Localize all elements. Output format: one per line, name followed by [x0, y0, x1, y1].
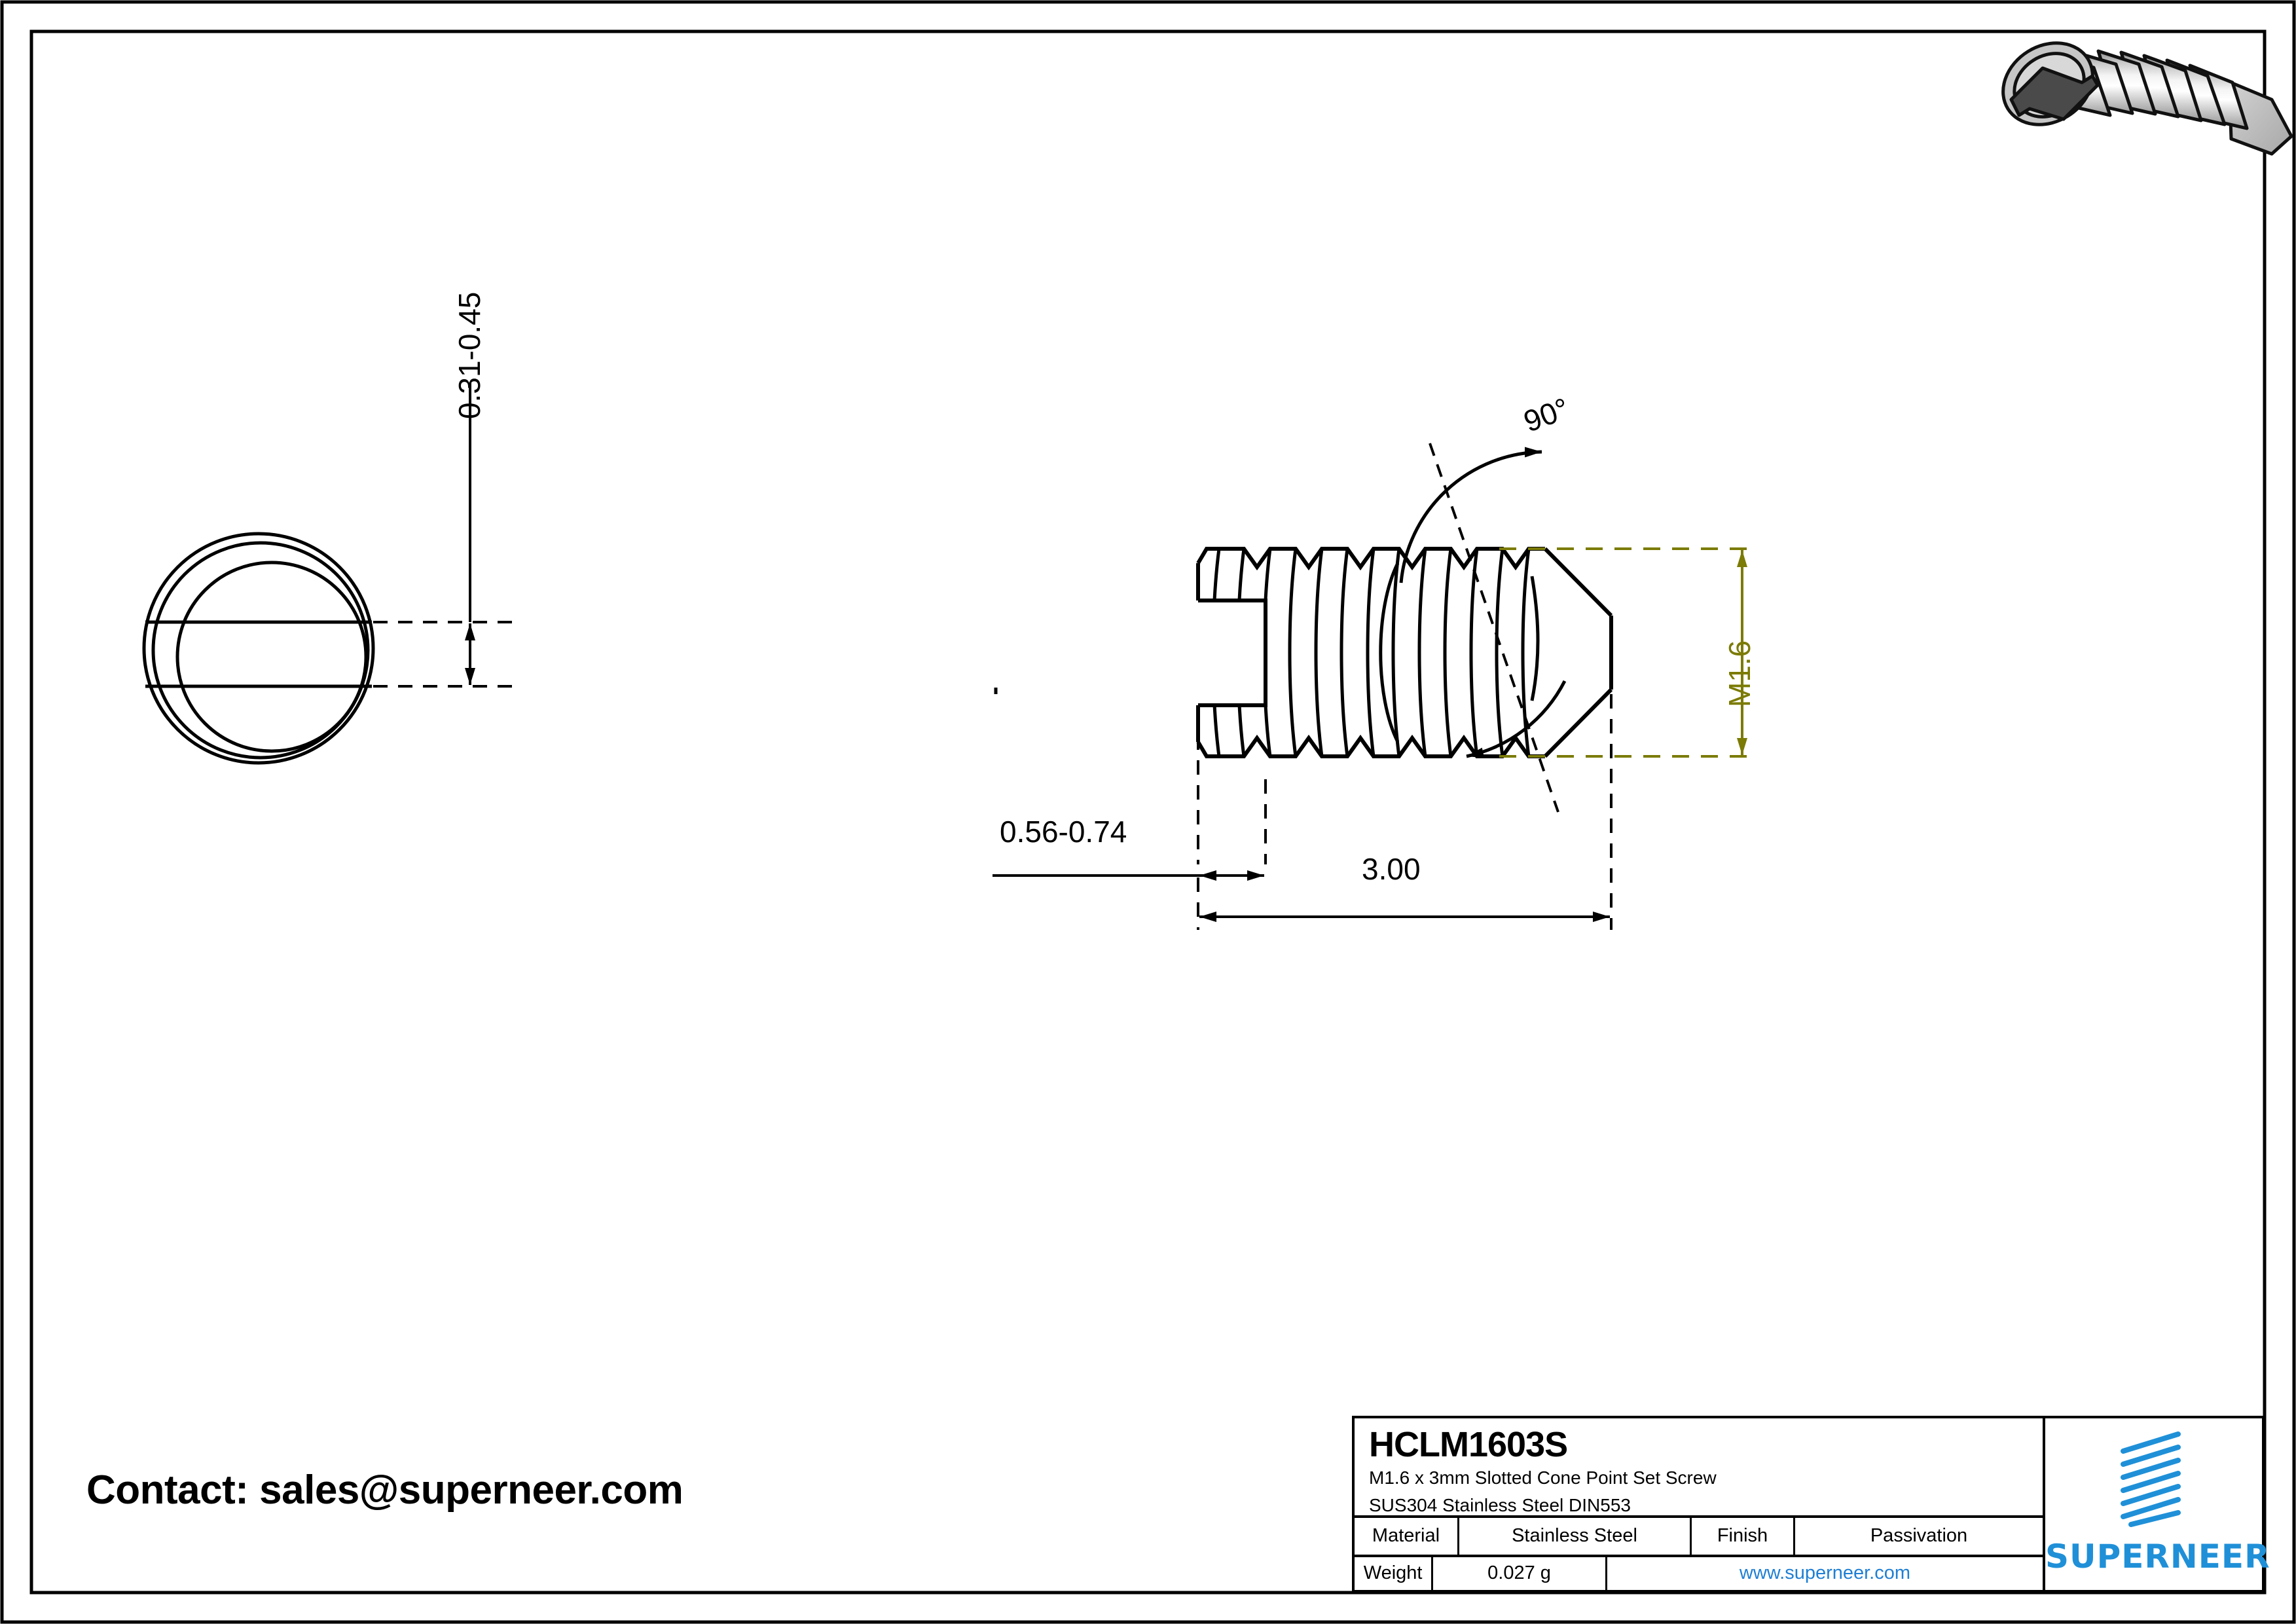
- brand-name: SUPERNEER: [2045, 1538, 2270, 1576]
- dimension-label-length: 3.00: [1362, 852, 1421, 886]
- side-view-thread-body: [1196, 547, 1613, 758]
- description-line-1: M1.6 x 3mm Slotted Cone Point Set Screw: [1369, 1467, 1717, 1488]
- dimension-label-thread-diameter: M1.6: [1722, 640, 1757, 707]
- contact-email-text: Contact: sales@superneer.com: [86, 1467, 683, 1513]
- part-number: HCLM1603S: [1369, 1425, 1568, 1464]
- weight-row: Weight 0.027 g www.superneer.com: [1355, 1557, 2043, 1590]
- isometric-render: [2001, 41, 2293, 156]
- title-block-left: HCLM1603S M1.6 x 3mm Slotted Cone Point …: [1355, 1418, 2045, 1590]
- side-view-slot: [1198, 599, 1267, 707]
- front-view-slot: [145, 620, 372, 688]
- dimension-label-slot-depth: 0.56-0.74: [1000, 815, 1127, 849]
- material-label: Material: [1355, 1518, 1459, 1555]
- website-link[interactable]: www.superneer.com: [1739, 1562, 1911, 1584]
- sheet-inner-border: [29, 29, 2267, 1595]
- title-block: HCLM1603S M1.6 x 3mm Slotted Cone Point …: [1352, 1416, 2270, 1593]
- front-view: [142, 532, 375, 765]
- side-view: [1196, 547, 1613, 758]
- material-row: Material Stainless Steel Finish Passivat…: [1355, 1518, 2043, 1557]
- dimension-slot-width: [373, 382, 517, 688]
- iso-slot: [2009, 66, 2100, 121]
- finish-value: Passivation: [1870, 1525, 1968, 1547]
- dimension-thread-diameter: [1499, 547, 1755, 758]
- finish-label: Finish: [1692, 1518, 1795, 1555]
- dimension-length: [1197, 694, 1613, 930]
- superneer-logo-icon: [2120, 1431, 2181, 1527]
- weight-value: 0.027 g: [1433, 1557, 1607, 1590]
- brand-logo-cell: SUPERNEER: [2045, 1418, 2270, 1590]
- description-line-2: SUS304 Stainless Steel DIN553: [1369, 1495, 1631, 1515]
- material-value: Stainless Steel: [1459, 1518, 1692, 1555]
- dimension-label-slot-width: 0.31-0.45: [452, 291, 486, 419]
- dimension-cone-angle: [1399, 443, 1567, 813]
- weight-label: Weight: [1355, 1557, 1434, 1590]
- title-block-description-cell: HCLM1603S M1.6 x 3mm Slotted Cone Point …: [1355, 1418, 2043, 1518]
- dimension-slot-depth: [993, 710, 1267, 881]
